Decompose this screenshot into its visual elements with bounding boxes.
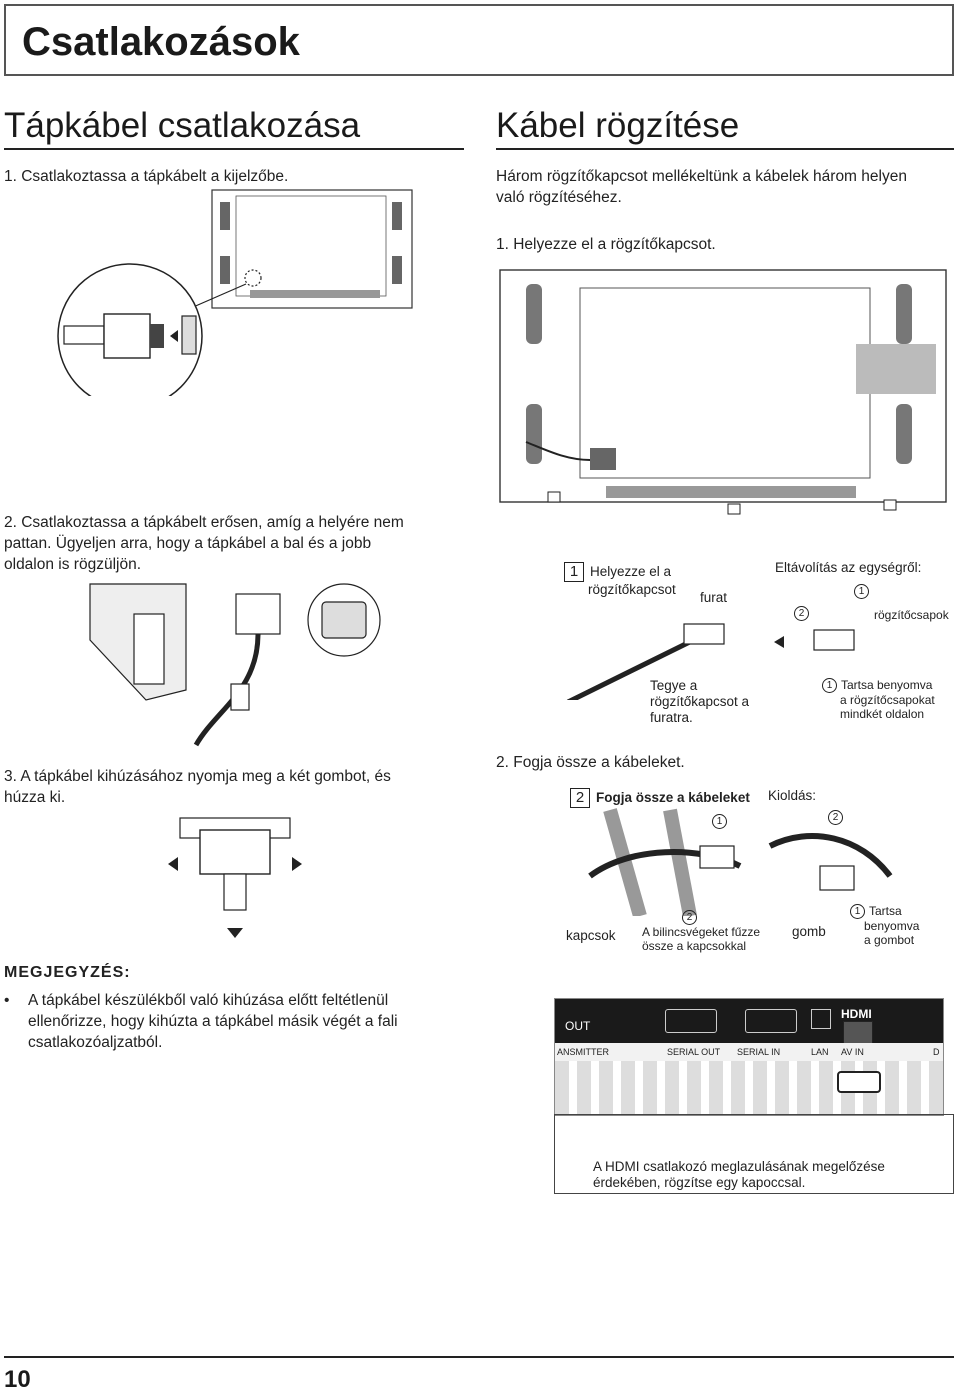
lock-clip — [133, 613, 165, 685]
cable-step-1: 1. Helyezze el a rögzítőkapcsot. — [496, 236, 716, 253]
handle-left-bottom — [526, 404, 542, 464]
tie-release — [768, 833, 893, 878]
clip-drawing — [566, 623, 855, 700]
ports-label-strip — [555, 1043, 943, 1061]
clip-hole-left — [547, 491, 561, 503]
vent-grille — [856, 344, 936, 394]
divider — [4, 148, 464, 150]
page-title: Csatlakozások — [22, 20, 300, 64]
handle-right-bottom — [392, 256, 402, 284]
cable-stub — [223, 873, 247, 911]
press-arrow-left-icon — [168, 857, 178, 871]
power-cable — [525, 441, 591, 461]
power-lock-figure — [89, 583, 381, 747]
remove-label: Eltávolítás az egységről: — [775, 560, 922, 575]
power-socket-highlight — [244, 269, 262, 287]
tie-head — [699, 845, 735, 869]
press-arrow-right-icon — [292, 857, 302, 871]
hdmi-clip — [837, 1071, 881, 1093]
bullet-icon: • — [4, 992, 10, 1009]
right-section: Kábel rögzítése — [496, 106, 739, 146]
plug-tip — [150, 324, 164, 348]
cable-2 — [663, 808, 697, 916]
handle-right-top — [896, 284, 912, 344]
power-step-1: 1. Csatlakoztassa a tápkábelt a kijelzőb… — [4, 168, 289, 185]
clips-label: rögzítőcsapok — [874, 608, 949, 622]
plug-body — [235, 593, 281, 635]
tie-head-release — [819, 865, 855, 891]
note-item: • A tápkábel készülékből való kihúzása e… — [4, 992, 398, 1051]
section-title-cable: Kábel rögzítése — [496, 106, 740, 145]
page-number: 10 — [4, 1366, 31, 1393]
power-plug-figure — [57, 189, 413, 396]
cable-intro: Három rögzítőkapcsot mellékeltünk a kábe… — [496, 168, 907, 206]
handle-left-bottom — [220, 256, 230, 284]
pull-down-arrow-icon — [227, 928, 243, 938]
serial-out-port — [665, 1009, 717, 1033]
divider — [496, 148, 954, 150]
power-step-2: 2. Csatlakoztassa a tápkábelt erősen, am… — [4, 514, 404, 573]
cable-step-2: 2. Fogja össze a kábeleket. — [496, 754, 685, 771]
power-plug — [103, 313, 151, 359]
left-section: Tápkábel csatlakozása — [4, 106, 464, 146]
insert-arrow-icon — [170, 330, 178, 342]
port-out-label: OUT — [565, 1019, 591, 1033]
ferrite-core — [230, 683, 250, 711]
hdmi-logo: HDMI — [841, 1007, 872, 1021]
button-label: gomb — [792, 924, 826, 939]
handle-left-top — [220, 202, 230, 230]
ports-panel: OUT HDMI ANSMITTER SERIAL OUT SERIAL IN … — [554, 998, 944, 1116]
clip-head — [683, 623, 725, 645]
handle-left-top — [526, 284, 542, 344]
connector-strip — [250, 290, 380, 298]
bundle-drawing — [588, 808, 893, 916]
note-title: MEGJEGYZÉS: — [4, 964, 131, 981]
monitor-rear-figure — [499, 269, 947, 515]
hole-label: furat — [700, 590, 728, 605]
pull-arrow-icon — [774, 636, 784, 648]
handle-right-top — [392, 202, 402, 230]
insert-label: Tegye a rögzítőkapcsot a furatra. — [650, 678, 750, 725]
connector-strip — [606, 486, 856, 498]
release-label: Kioldás: — [768, 788, 817, 803]
monitor-panel — [235, 195, 387, 297]
power-inlet — [181, 315, 197, 355]
hdmi-note-box: A HDMI csatlakozó meglazulásának megelőz… — [554, 1114, 954, 1194]
page-header: Csatlakozások — [4, 4, 954, 76]
ports-panel-dark — [555, 999, 943, 1043]
thread-label: 2 A bilincsvégeket fűzze össze a kapcsok… — [642, 910, 761, 953]
handle-right-bottom — [896, 404, 912, 464]
monitor-rear-outline — [211, 189, 413, 309]
section-title-power: Tápkábel csatlakozása — [4, 106, 361, 145]
vent-holes — [555, 1061, 943, 1115]
lan-port — [811, 1009, 831, 1029]
inlet-body — [321, 601, 367, 639]
unplug-figure — [168, 817, 302, 938]
cable-1 — [603, 808, 647, 916]
power-step-3: 3. A tápkábel kihúzásához nyomja meg a k… — [4, 768, 391, 806]
clip-hole-center — [727, 503, 741, 515]
power-inlet — [590, 448, 616, 470]
serial-in-port — [745, 1009, 797, 1033]
power-cable — [63, 325, 105, 345]
clip-hole-right — [883, 499, 897, 511]
plug-body — [199, 829, 271, 875]
clip-head-removal — [813, 629, 855, 651]
clips-label: kapcsok — [566, 928, 616, 943]
footer-divider — [4, 1356, 954, 1358]
